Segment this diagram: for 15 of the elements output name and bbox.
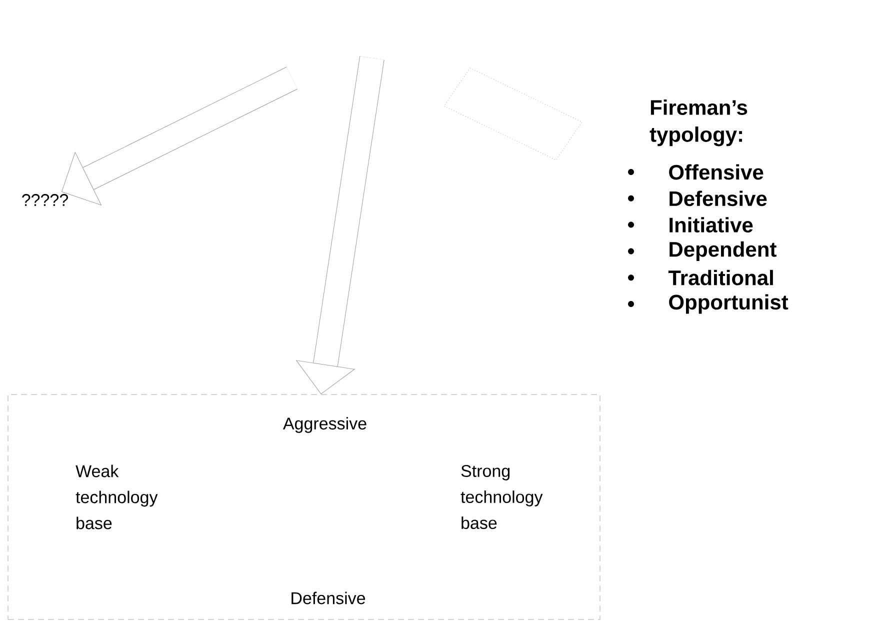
bullet-item: Defensive: [628, 190, 767, 206]
bullet-item: Opportunist: [628, 294, 788, 314]
bullet-item: Offensive: [628, 164, 764, 180]
axis-label: Aggressive: [283, 417, 366, 433]
axis-label: Weak technology base: [76, 464, 158, 530]
bullet-item: Traditional: [628, 270, 773, 286]
axis-label: Defensive: [292, 592, 366, 604]
block-arrow: [296, 56, 384, 394]
bullet-item: Dependent: [628, 241, 776, 261]
question-marks: ?????: [22, 194, 68, 206]
matrix-frame: [8, 394, 600, 620]
list-heading: Fireman’s typology:: [650, 100, 748, 146]
bullet-item: Initiative: [628, 217, 753, 232]
axis-label: Strong technology base: [460, 464, 543, 530]
block-arrow: [62, 66, 298, 206]
